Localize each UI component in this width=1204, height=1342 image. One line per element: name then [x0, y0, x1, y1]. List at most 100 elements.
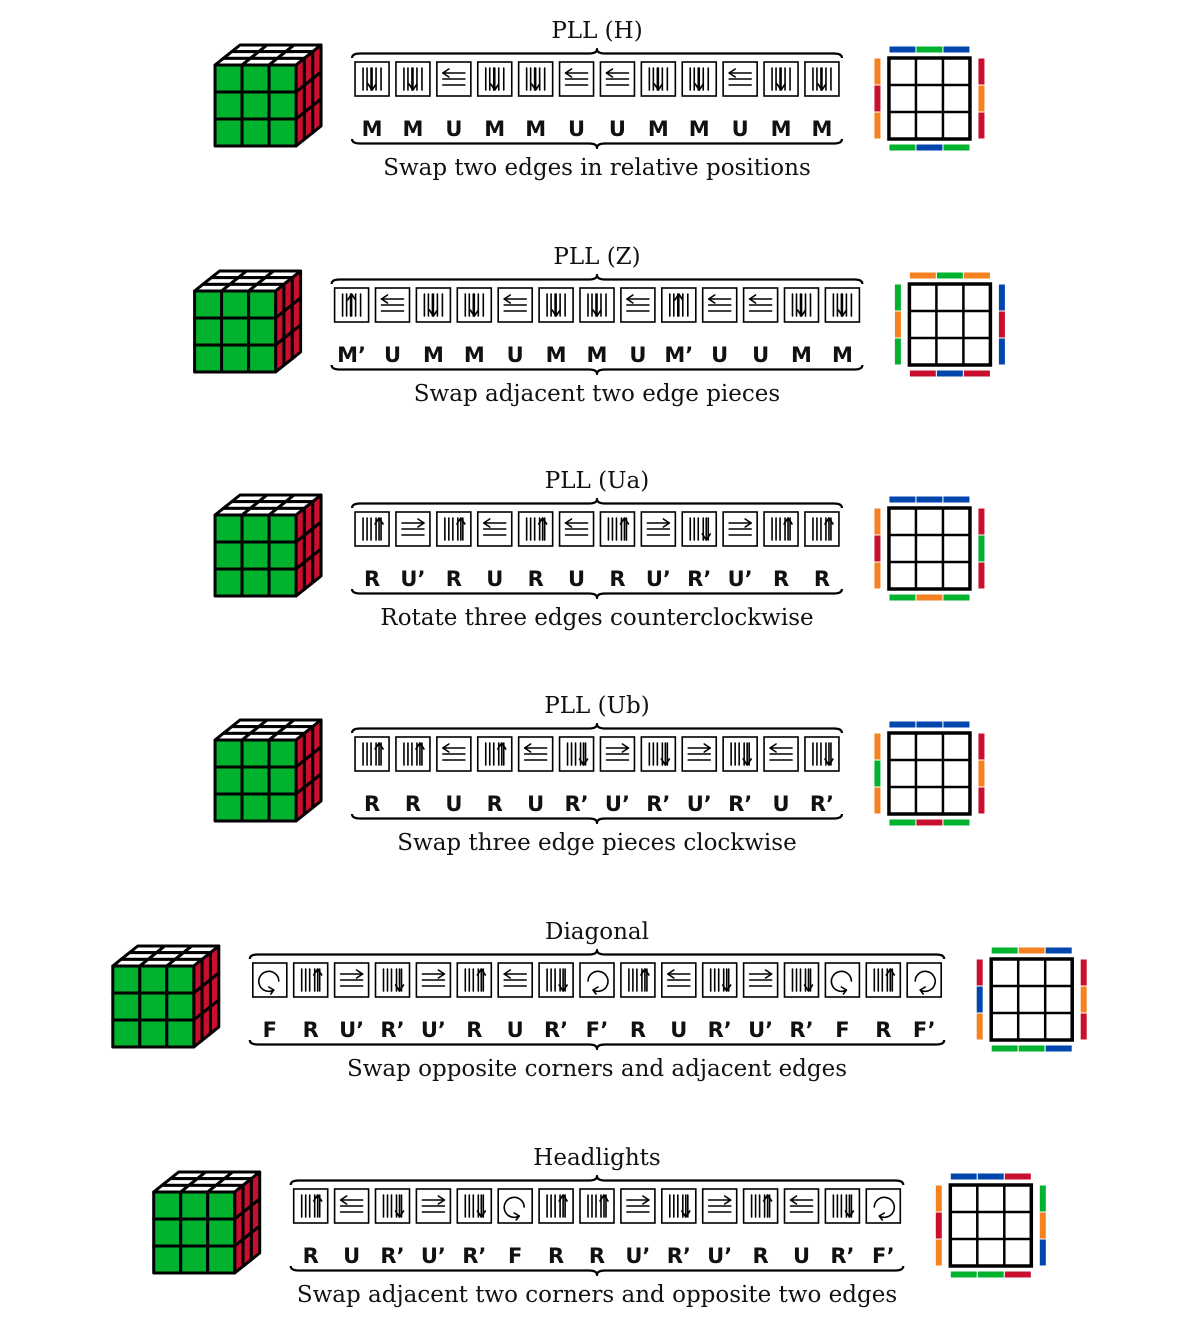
cube-right-sticker	[311, 772, 323, 810]
u-left-icon	[497, 962, 534, 998]
m-down-icon	[579, 287, 615, 323]
top-brace	[350, 497, 844, 509]
section-description: Swap adjacent two edge pieces	[414, 381, 780, 407]
section-description: Rotate three edges counterclockwise	[380, 605, 813, 631]
move-box	[640, 736, 677, 772]
u-right-icon	[620, 1188, 656, 1224]
move-label: R	[466, 1018, 482, 1042]
u-right-icon	[415, 962, 452, 998]
move-label: U’	[421, 1244, 446, 1268]
right-edge-strip	[997, 310, 1006, 339]
cube-right-sticker	[311, 97, 323, 135]
move-box	[824, 1188, 861, 1224]
icon-arrowhead	[530, 83, 541, 91]
cube-front-sticker	[213, 738, 244, 769]
icon-arrowhead	[817, 83, 827, 91]
icon-arrowhead	[796, 309, 807, 317]
icon-arrowhead	[673, 293, 684, 301]
u-right-icon	[415, 1188, 452, 1224]
section-description: Swap three edge pieces clockwise	[397, 830, 796, 856]
move-label: U	[752, 343, 769, 367]
move-box	[292, 962, 329, 998]
move-box	[804, 511, 840, 547]
cube-front-sticker	[240, 765, 271, 796]
icon-arrowhead	[783, 517, 793, 525]
top-edge-strip	[915, 495, 944, 504]
icon-arrowhead	[666, 969, 675, 979]
cube-right-sticker	[290, 323, 303, 361]
move-label: R’	[564, 792, 588, 816]
move-label: U’	[687, 792, 712, 816]
move-box	[722, 736, 758, 772]
bottom-edge-strip	[915, 143, 944, 152]
move-label: U’	[400, 567, 425, 591]
move-label: F’	[913, 1018, 936, 1042]
left-edge-strip	[873, 507, 882, 536]
f-ccw-icon	[579, 962, 615, 998]
left-edge-strip	[975, 985, 984, 1014]
left-edge-strip	[934, 1184, 943, 1213]
icon-arrowhead	[312, 1194, 323, 1202]
bottom-edge-strip	[915, 593, 944, 602]
move-box	[374, 1188, 411, 1224]
top-view	[873, 720, 986, 827]
icon-arrowhead	[496, 742, 507, 750]
cube-3d	[213, 493, 323, 598]
move-label: R’	[646, 792, 670, 816]
u-left-icon	[333, 1188, 370, 1224]
bottom-brace	[350, 588, 844, 600]
move-label: R’	[380, 1244, 404, 1268]
f-cw-icon	[252, 962, 288, 998]
move-label: M	[791, 343, 812, 367]
top-edge-strip	[949, 1172, 978, 1181]
move-box	[538, 962, 574, 998]
top-edge-strip	[888, 495, 917, 504]
cube-3d	[213, 718, 323, 823]
r-up-icon	[579, 1188, 615, 1224]
icon-stroke	[830, 970, 853, 993]
icon-arrowhead	[442, 743, 450, 753]
top-edge-strip	[935, 271, 964, 280]
move-box	[395, 736, 431, 772]
move-label: M	[525, 117, 546, 141]
r-up-icon	[865, 962, 902, 998]
move-label: R’	[687, 567, 711, 591]
bottom-edge-strip	[908, 369, 937, 378]
right-edge-strip	[977, 111, 986, 140]
r-down-icon	[804, 736, 840, 772]
m-down-icon	[763, 61, 799, 97]
right-edge-strip	[977, 507, 986, 536]
cube-front-sticker	[206, 1217, 237, 1248]
cube-front-sticker	[213, 513, 244, 544]
left-edge-strip	[893, 337, 902, 366]
top-edge-strip	[1017, 946, 1046, 955]
m-down-icon	[640, 61, 677, 97]
icon-arrowhead	[312, 968, 323, 976]
cube-front-sticker	[267, 540, 298, 571]
u-left-icon	[517, 736, 554, 772]
move-label: M	[689, 117, 710, 141]
u-left-icon	[660, 962, 697, 998]
move-label: M	[811, 117, 832, 141]
cube-3d	[213, 43, 323, 148]
icon-arrowhead	[537, 517, 548, 525]
icon-arrowhead	[394, 984, 405, 992]
top-view	[975, 946, 1088, 1053]
right-edge-strip	[997, 337, 1006, 366]
m-down-icon	[456, 287, 493, 323]
r-down-icon	[558, 736, 595, 772]
cube-front-sticker	[179, 1190, 210, 1221]
r-up-icon	[742, 1188, 779, 1224]
bottom-edge-strip	[942, 818, 971, 827]
r-up-icon	[538, 1188, 574, 1224]
cube-front-sticker	[267, 738, 298, 769]
icon-arrowhead	[417, 518, 425, 528]
cube-front-sticker	[165, 1018, 196, 1049]
bottom-edge-strip	[942, 593, 971, 602]
r-up-icon	[476, 736, 513, 772]
r-down-icon	[374, 962, 411, 998]
m-down-icon	[804, 61, 840, 97]
move-label: F	[263, 1018, 277, 1042]
